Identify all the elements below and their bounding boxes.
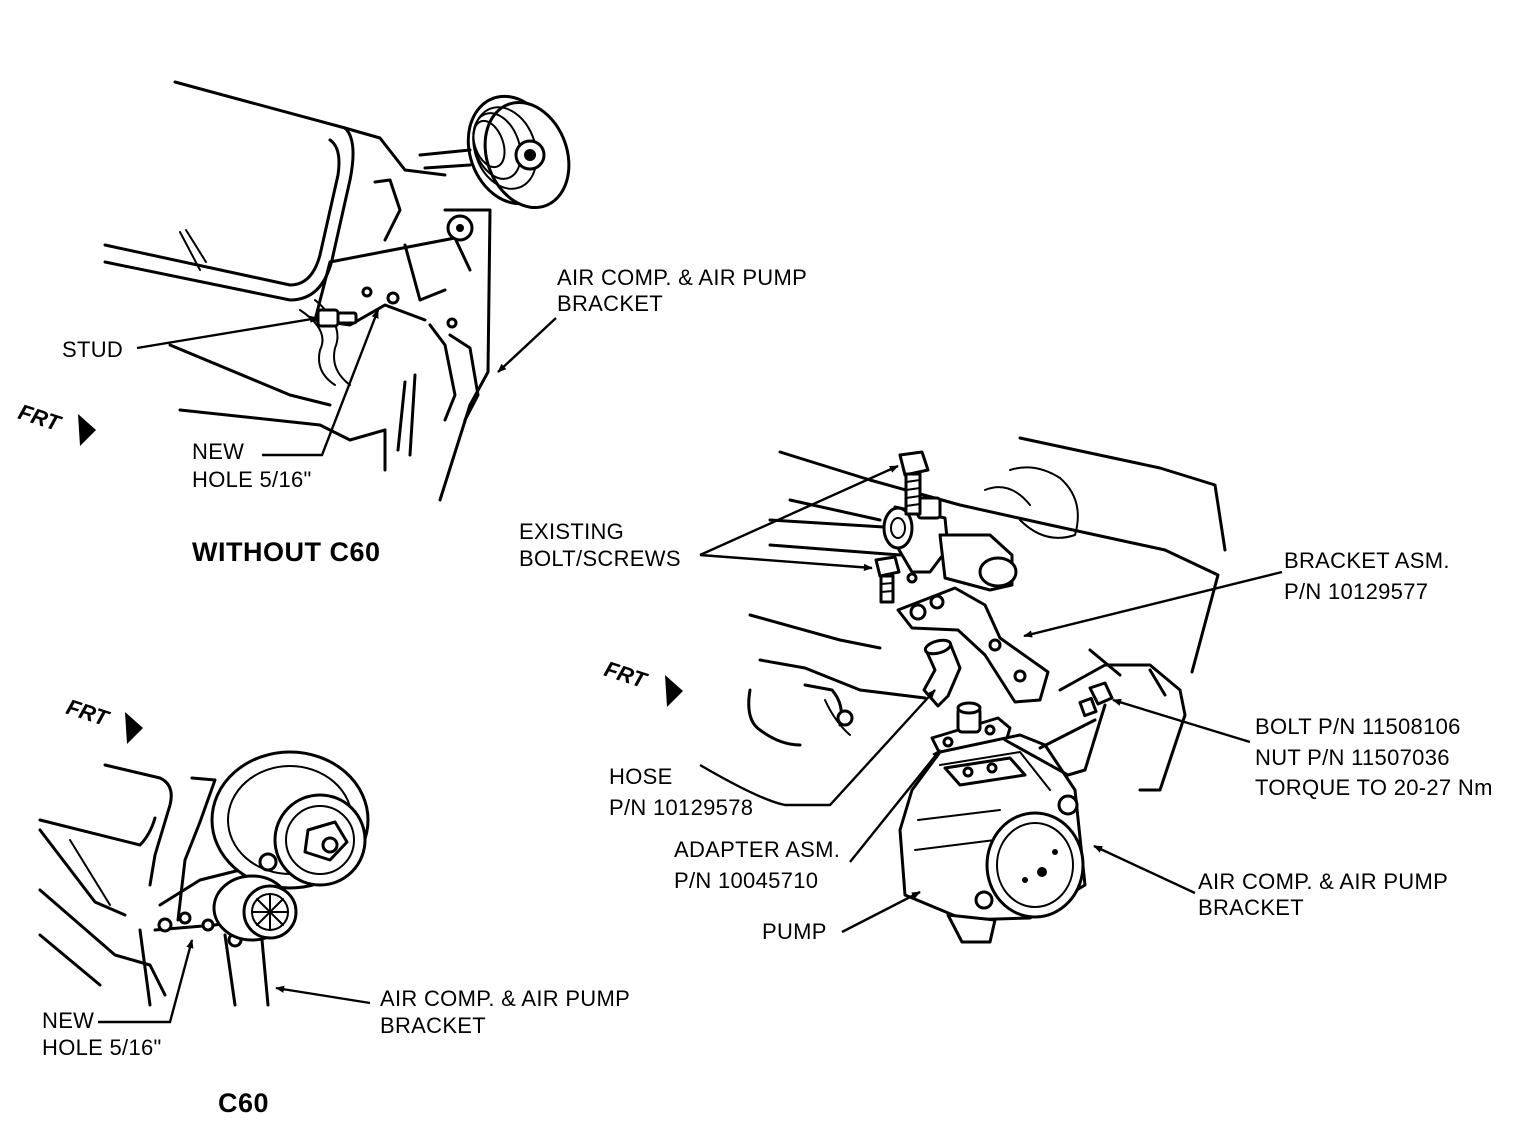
label-new-hole-top-line1: NEW (192, 439, 245, 464)
label-adapter-line2: P/N 10045710 (674, 868, 819, 893)
label-new-hole-bottom-line2: HOLE 5/16" (42, 1035, 162, 1060)
label-air-bracket-bottom-line2: BRACKET (380, 1013, 487, 1038)
title-without-c60: WITHOUT C60 (192, 537, 381, 567)
engine-drawing-without-c60 (103, 80, 571, 502)
label-bracket-asm-line1: BRACKET ASM. (1284, 548, 1450, 573)
label-bracket-asm-line2: P/N 10129577 (1284, 579, 1429, 604)
label-stud: STUD (62, 337, 124, 362)
label-adapter-line1: ADAPTER ASM. (674, 837, 841, 862)
label-existing-line2: BOLT/SCREWS (519, 546, 681, 571)
label-hose-line1: HOSE (609, 764, 673, 789)
label-existing-line1: EXISTING (519, 519, 625, 544)
leader-lines (98, 309, 1283, 1024)
label-nut: NUT P/N 11507036 (1255, 745, 1450, 770)
label-pump: PUMP (762, 919, 827, 944)
label-bolt: BOLT P/N 11508106 (1255, 714, 1461, 739)
frt-arrow-bottom (125, 712, 143, 744)
label-air-bracket-right-line2: BRACKET (1198, 895, 1305, 920)
label-air-bracket-bottom-line1: AIR COMP. & AIR PUMP (380, 986, 631, 1011)
engine-drawing-assembly (747, 436, 1227, 944)
label-air-bracket-top-line1: AIR COMP. & AIR PUMP (557, 265, 808, 290)
label-hose-line2: P/N 10129578 (609, 795, 754, 820)
label-torque: TORQUE TO 20-27 Nm (1255, 775, 1493, 800)
title-c60: C60 (218, 1088, 270, 1118)
label-new-hole-top-line2: HOLE 5/16" (192, 467, 312, 492)
label-air-bracket-top-line2: BRACKET (557, 291, 664, 316)
engine-drawing-c60 (38, 750, 370, 1007)
label-air-bracket-right-line1: AIR COMP. & AIR PUMP (1198, 869, 1449, 894)
label-new-hole-bottom-line1: NEW (42, 1008, 95, 1033)
frt-arrow-top (78, 414, 96, 446)
frt-arrow-right (665, 675, 683, 707)
